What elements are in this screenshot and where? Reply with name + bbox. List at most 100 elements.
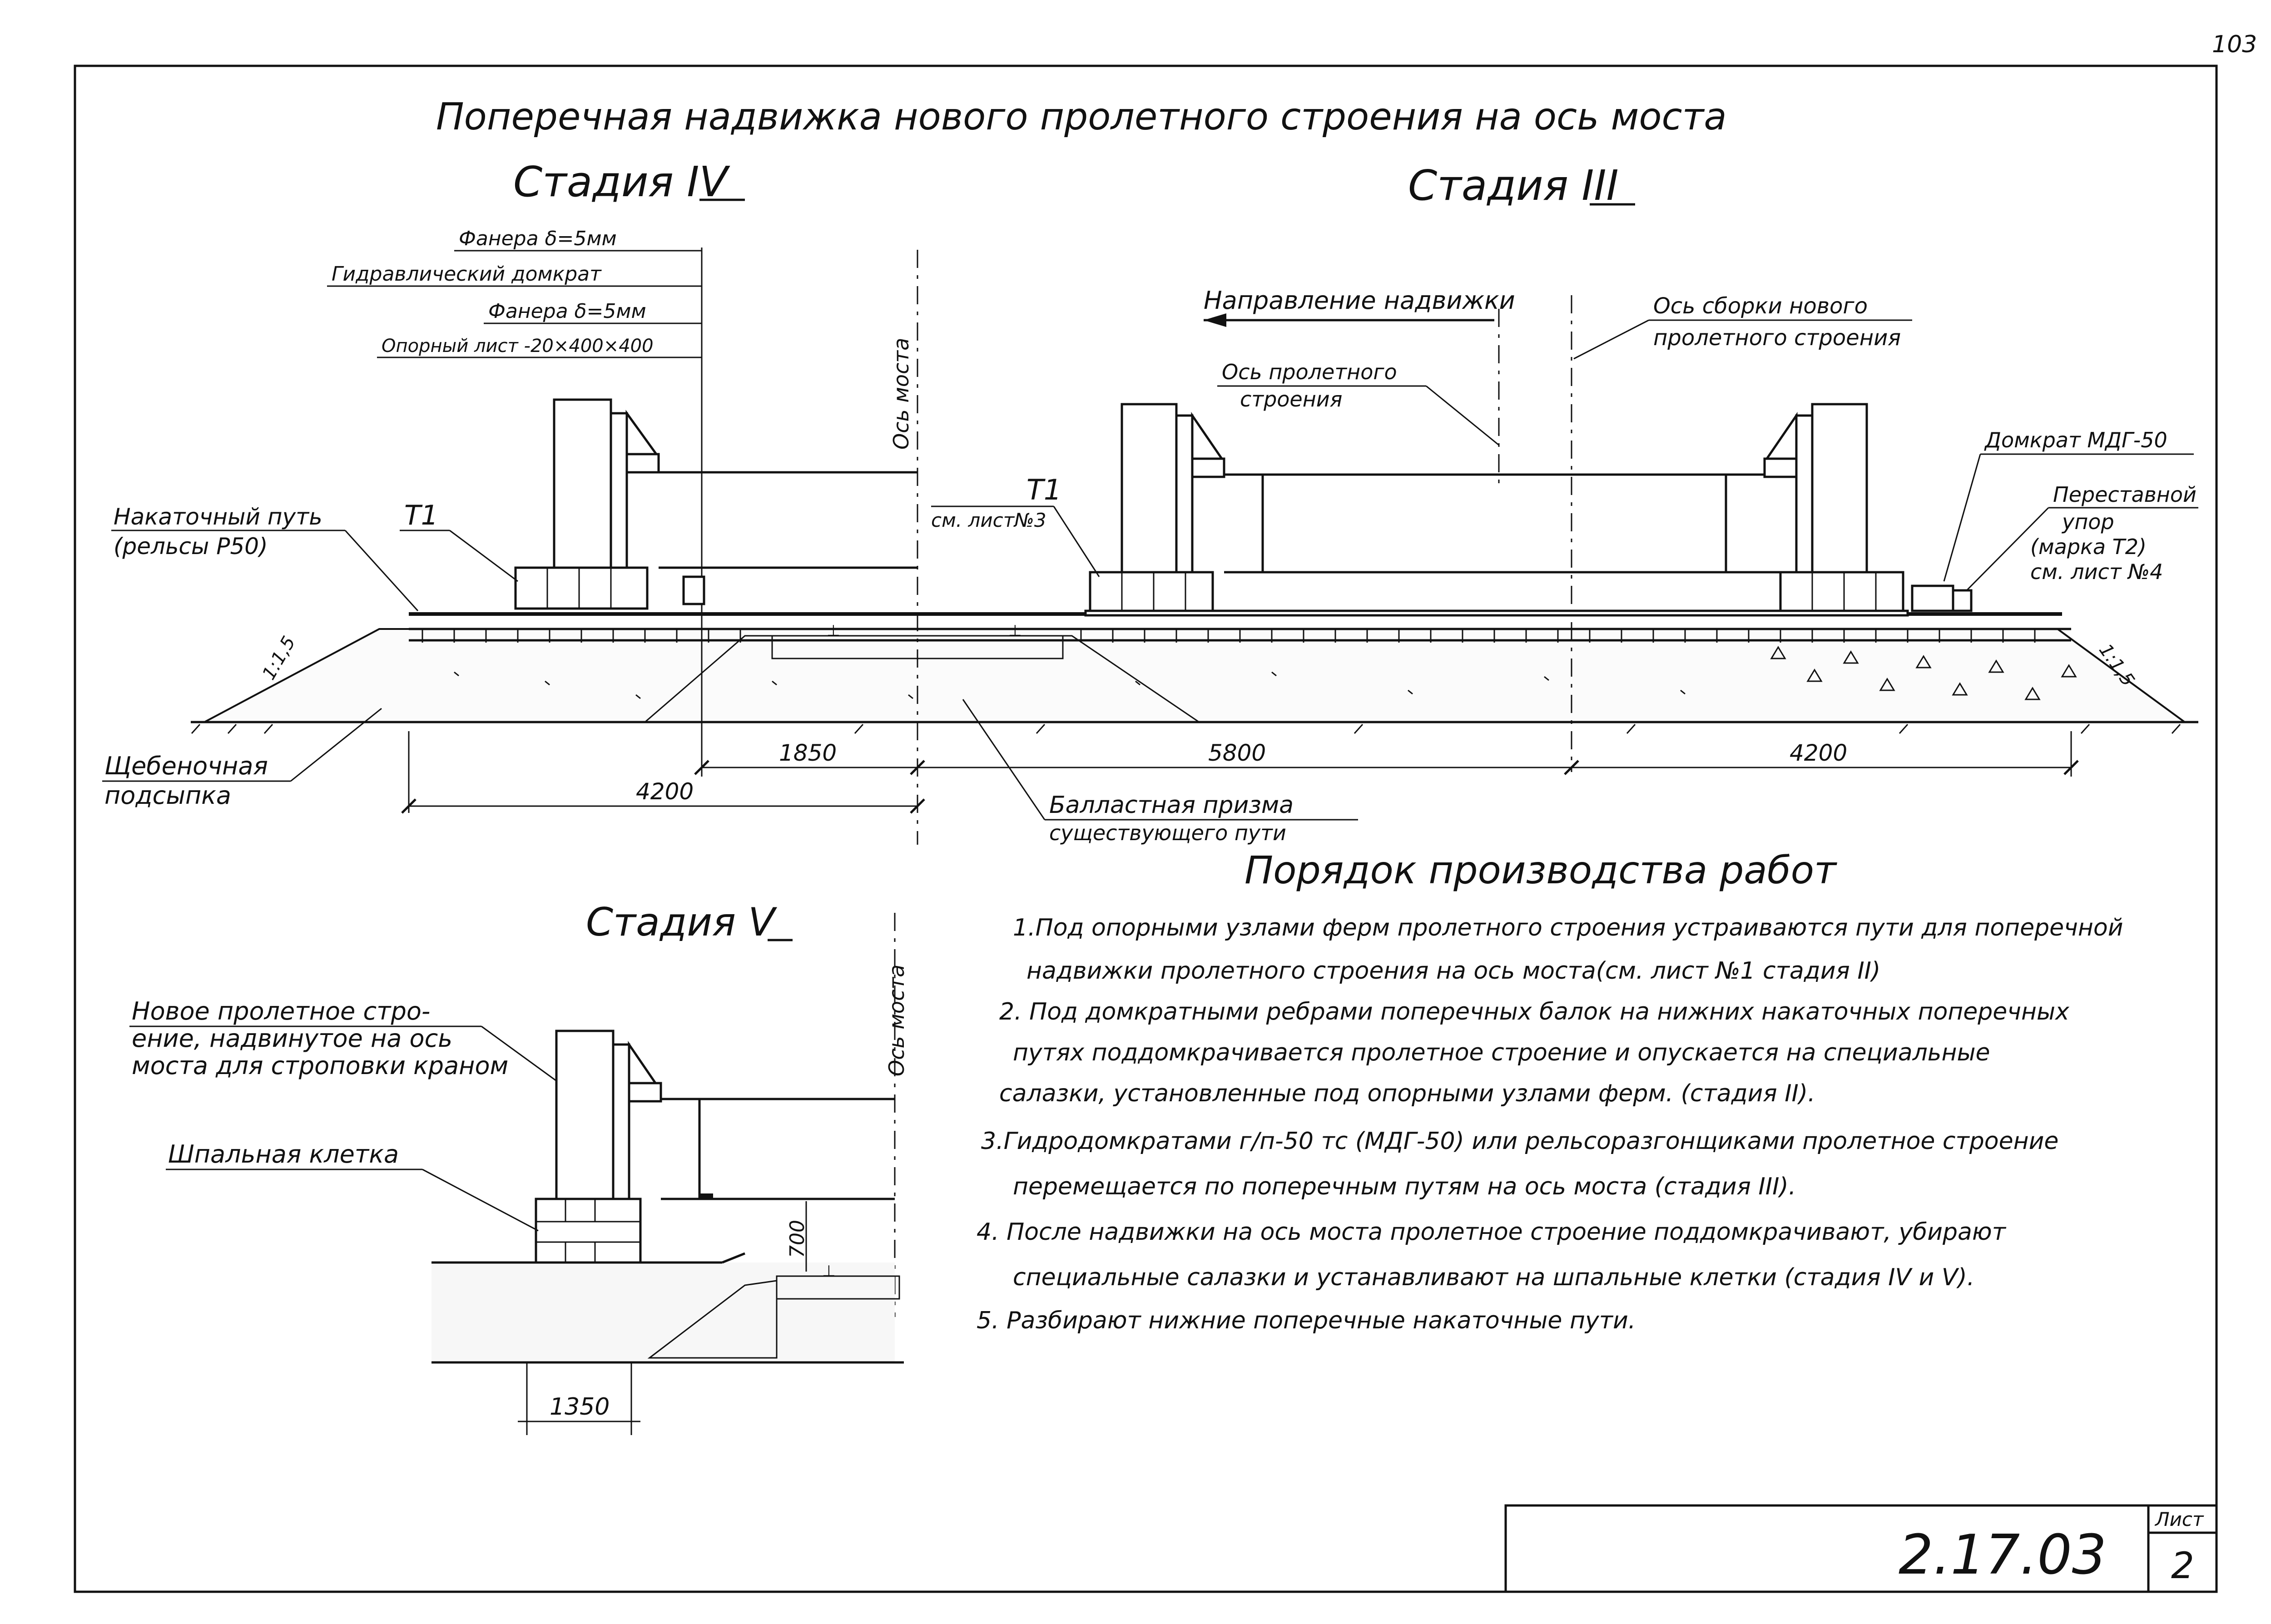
label-plywood-bottom: Фанера δ=5мм xyxy=(488,300,646,323)
label-new-span-2: ение, надвинутое на ось xyxy=(132,1024,452,1053)
label-t1-ref: см. лист№3 xyxy=(931,509,1046,531)
label-span-axis-1: Ось пролетного xyxy=(1222,360,1397,384)
label-ballast-2: существующего пути xyxy=(1049,821,1286,845)
dim-4200-left: 4200 xyxy=(636,778,694,805)
direction-arrow-head xyxy=(1204,313,1226,327)
sheet-label: Лист xyxy=(2154,1508,2204,1530)
leader-stop-2 xyxy=(1966,507,2049,591)
label-t1-iii: Т1 xyxy=(1026,473,1061,506)
label-rolling-track-1: Накаточный путь xyxy=(114,504,322,530)
procedure: Порядок производства работ 1.Под опорным… xyxy=(977,848,2123,1334)
stage-iv-title: Стадия IV xyxy=(513,158,730,206)
label-jack-mdg50: Домкрат МДГ-50 xyxy=(1984,428,2167,452)
stage-iii-span xyxy=(1084,403,1973,617)
slide-dividers-iii-right xyxy=(1811,572,1877,611)
crib-dividers-iv xyxy=(546,568,612,609)
stage-iii-labels: Направление надвижки Ось сборки нового п… xyxy=(931,286,2198,591)
truss-post-v xyxy=(555,1030,615,1200)
bridge-axis-label: Ось моста xyxy=(889,338,913,450)
stage-v: Стадия V Ось моста ⊥ 700 1350 xyxy=(129,900,909,1435)
procedure-line-2: надвижки пролетного строения на ось мост… xyxy=(1026,957,1880,985)
sleeper-crib-iv xyxy=(514,566,649,610)
label-ballast-1: Балластная призма xyxy=(1049,792,1294,819)
stage-v-ground-step xyxy=(722,1252,745,1264)
rail-symbol-1: ⊥ xyxy=(827,622,840,640)
procedure-line-7: перемещается по поперечным путям на ось … xyxy=(1013,1173,1796,1200)
stage-iv-span xyxy=(514,398,917,610)
crib-dividers-v xyxy=(565,1199,596,1263)
procedure-line-4: путях поддомкрачивается пролетное строен… xyxy=(1013,1039,1990,1066)
leader-t1-iii-2 xyxy=(1053,506,1100,577)
dim-ticks-top xyxy=(694,760,2079,775)
chord-cap-iv xyxy=(625,453,660,474)
label-gravel-1: Щебеночная xyxy=(104,752,268,780)
label-stop-1: Переставной xyxy=(2053,482,2197,507)
drawing-code: 2.17.03 xyxy=(1899,1524,2107,1587)
label-bearing-plate: Опорный лист -20×400×400 xyxy=(382,336,654,356)
ballast-triangles xyxy=(1770,646,2077,700)
label-span-axis-2: строения xyxy=(1240,387,1342,411)
stage-v-title: Стадия V xyxy=(586,900,777,945)
leader-new-span-2 xyxy=(481,1025,557,1082)
chord-cap-v xyxy=(628,1082,662,1103)
label-sleeper-crib: Шпальная клетка xyxy=(168,1140,399,1168)
label-new-span-1: Новое пролетное стро- xyxy=(132,997,430,1025)
drawing-frame xyxy=(74,64,2218,1593)
dim-1350: 1350 xyxy=(550,1393,610,1421)
page-number: 103 xyxy=(2212,31,2257,58)
procedure-line-6: 3.Гидродомкратами г/п-50 тс (МДГ-50) или… xyxy=(981,1128,2058,1155)
slide-iii-right xyxy=(1779,571,1904,612)
stage-v-sleeper xyxy=(776,1275,900,1300)
dim-1850: 1850 xyxy=(779,740,837,766)
dim-4200-right: 4200 xyxy=(1790,740,1847,766)
label-direction: Направление надвижки xyxy=(1204,286,1515,315)
slide-rail-iii xyxy=(1084,609,1909,617)
truss-plate-v xyxy=(612,1043,630,1200)
label-stop-4: см. лист №4 xyxy=(2030,559,2163,584)
procedure-line-10: 5. Разбирают нижние поперечные накаточны… xyxy=(977,1307,1636,1334)
label-stop-3: (марка Т2) xyxy=(2030,535,2147,559)
label-plywood-top: Фанера δ=5мм xyxy=(459,227,617,250)
stage-v-rail: ⊥ xyxy=(822,1262,836,1280)
truss-post-iv xyxy=(553,398,612,569)
leader-sleeper-crib-2 xyxy=(422,1168,539,1232)
ballast-prism xyxy=(643,635,1201,723)
truss-plate-iii-left xyxy=(1175,414,1194,574)
jack-mdg50 xyxy=(1911,584,1954,612)
leader-rolling-track-2 xyxy=(344,530,419,612)
truss-post-iii-left xyxy=(1121,403,1178,574)
embankment-body xyxy=(204,628,2188,723)
sleeper-crib-v xyxy=(535,1198,642,1264)
label-hydraulic-jack: Гидравлический домкрат xyxy=(332,262,602,286)
stage-v-ground xyxy=(431,1263,895,1362)
label-gravel-2: подсыпка xyxy=(104,781,231,810)
chord-cap-iii-left xyxy=(1191,457,1225,478)
rail-symbol-2: ⊥ xyxy=(1008,622,1022,640)
procedure-line-1: 1.Под опорными узлами ферм пролетного ст… xyxy=(1013,914,2123,941)
title-block: 2.17.03 Лист 2 xyxy=(1504,1504,2218,1593)
stage-iv-labels: Фанера δ=5мм Гидравлический домкрат Фане… xyxy=(111,227,702,612)
stage-iii-title: Стадия III xyxy=(1408,161,1619,210)
leader-jack-2 xyxy=(1943,454,1981,582)
truss-plate-iv xyxy=(610,412,628,569)
label-assembly-axis-1: Ось сборки нового xyxy=(1653,293,1868,319)
label-new-span-3: моста для строповки краном xyxy=(132,1051,508,1080)
label-rolling-track-2: (рельсы Р50) xyxy=(114,533,268,559)
truss-post-iii-right xyxy=(1811,403,1868,574)
leader-ballast-2 xyxy=(962,699,1046,820)
label-stop-2: упор xyxy=(2061,510,2114,534)
leader-t1-iv-2 xyxy=(449,530,518,582)
hydraulic-jack-iv xyxy=(682,575,705,605)
sleeper-ticks xyxy=(421,629,2036,643)
procedure-line-5: салазки, установленные под опорными узла… xyxy=(999,1080,1815,1107)
leader-assembly-axis-2 xyxy=(1573,319,1649,360)
leader-gravel-2 xyxy=(290,708,382,782)
procedure-title: Порядок производства работ xyxy=(1245,848,1837,892)
slide-iii-left xyxy=(1089,571,1214,612)
bearing-v xyxy=(699,1193,713,1200)
ground-hatch xyxy=(191,723,2181,734)
title-block-frame xyxy=(1504,1504,2218,1593)
dimensions: 1850 5800 4200 4200 xyxy=(401,731,2079,814)
